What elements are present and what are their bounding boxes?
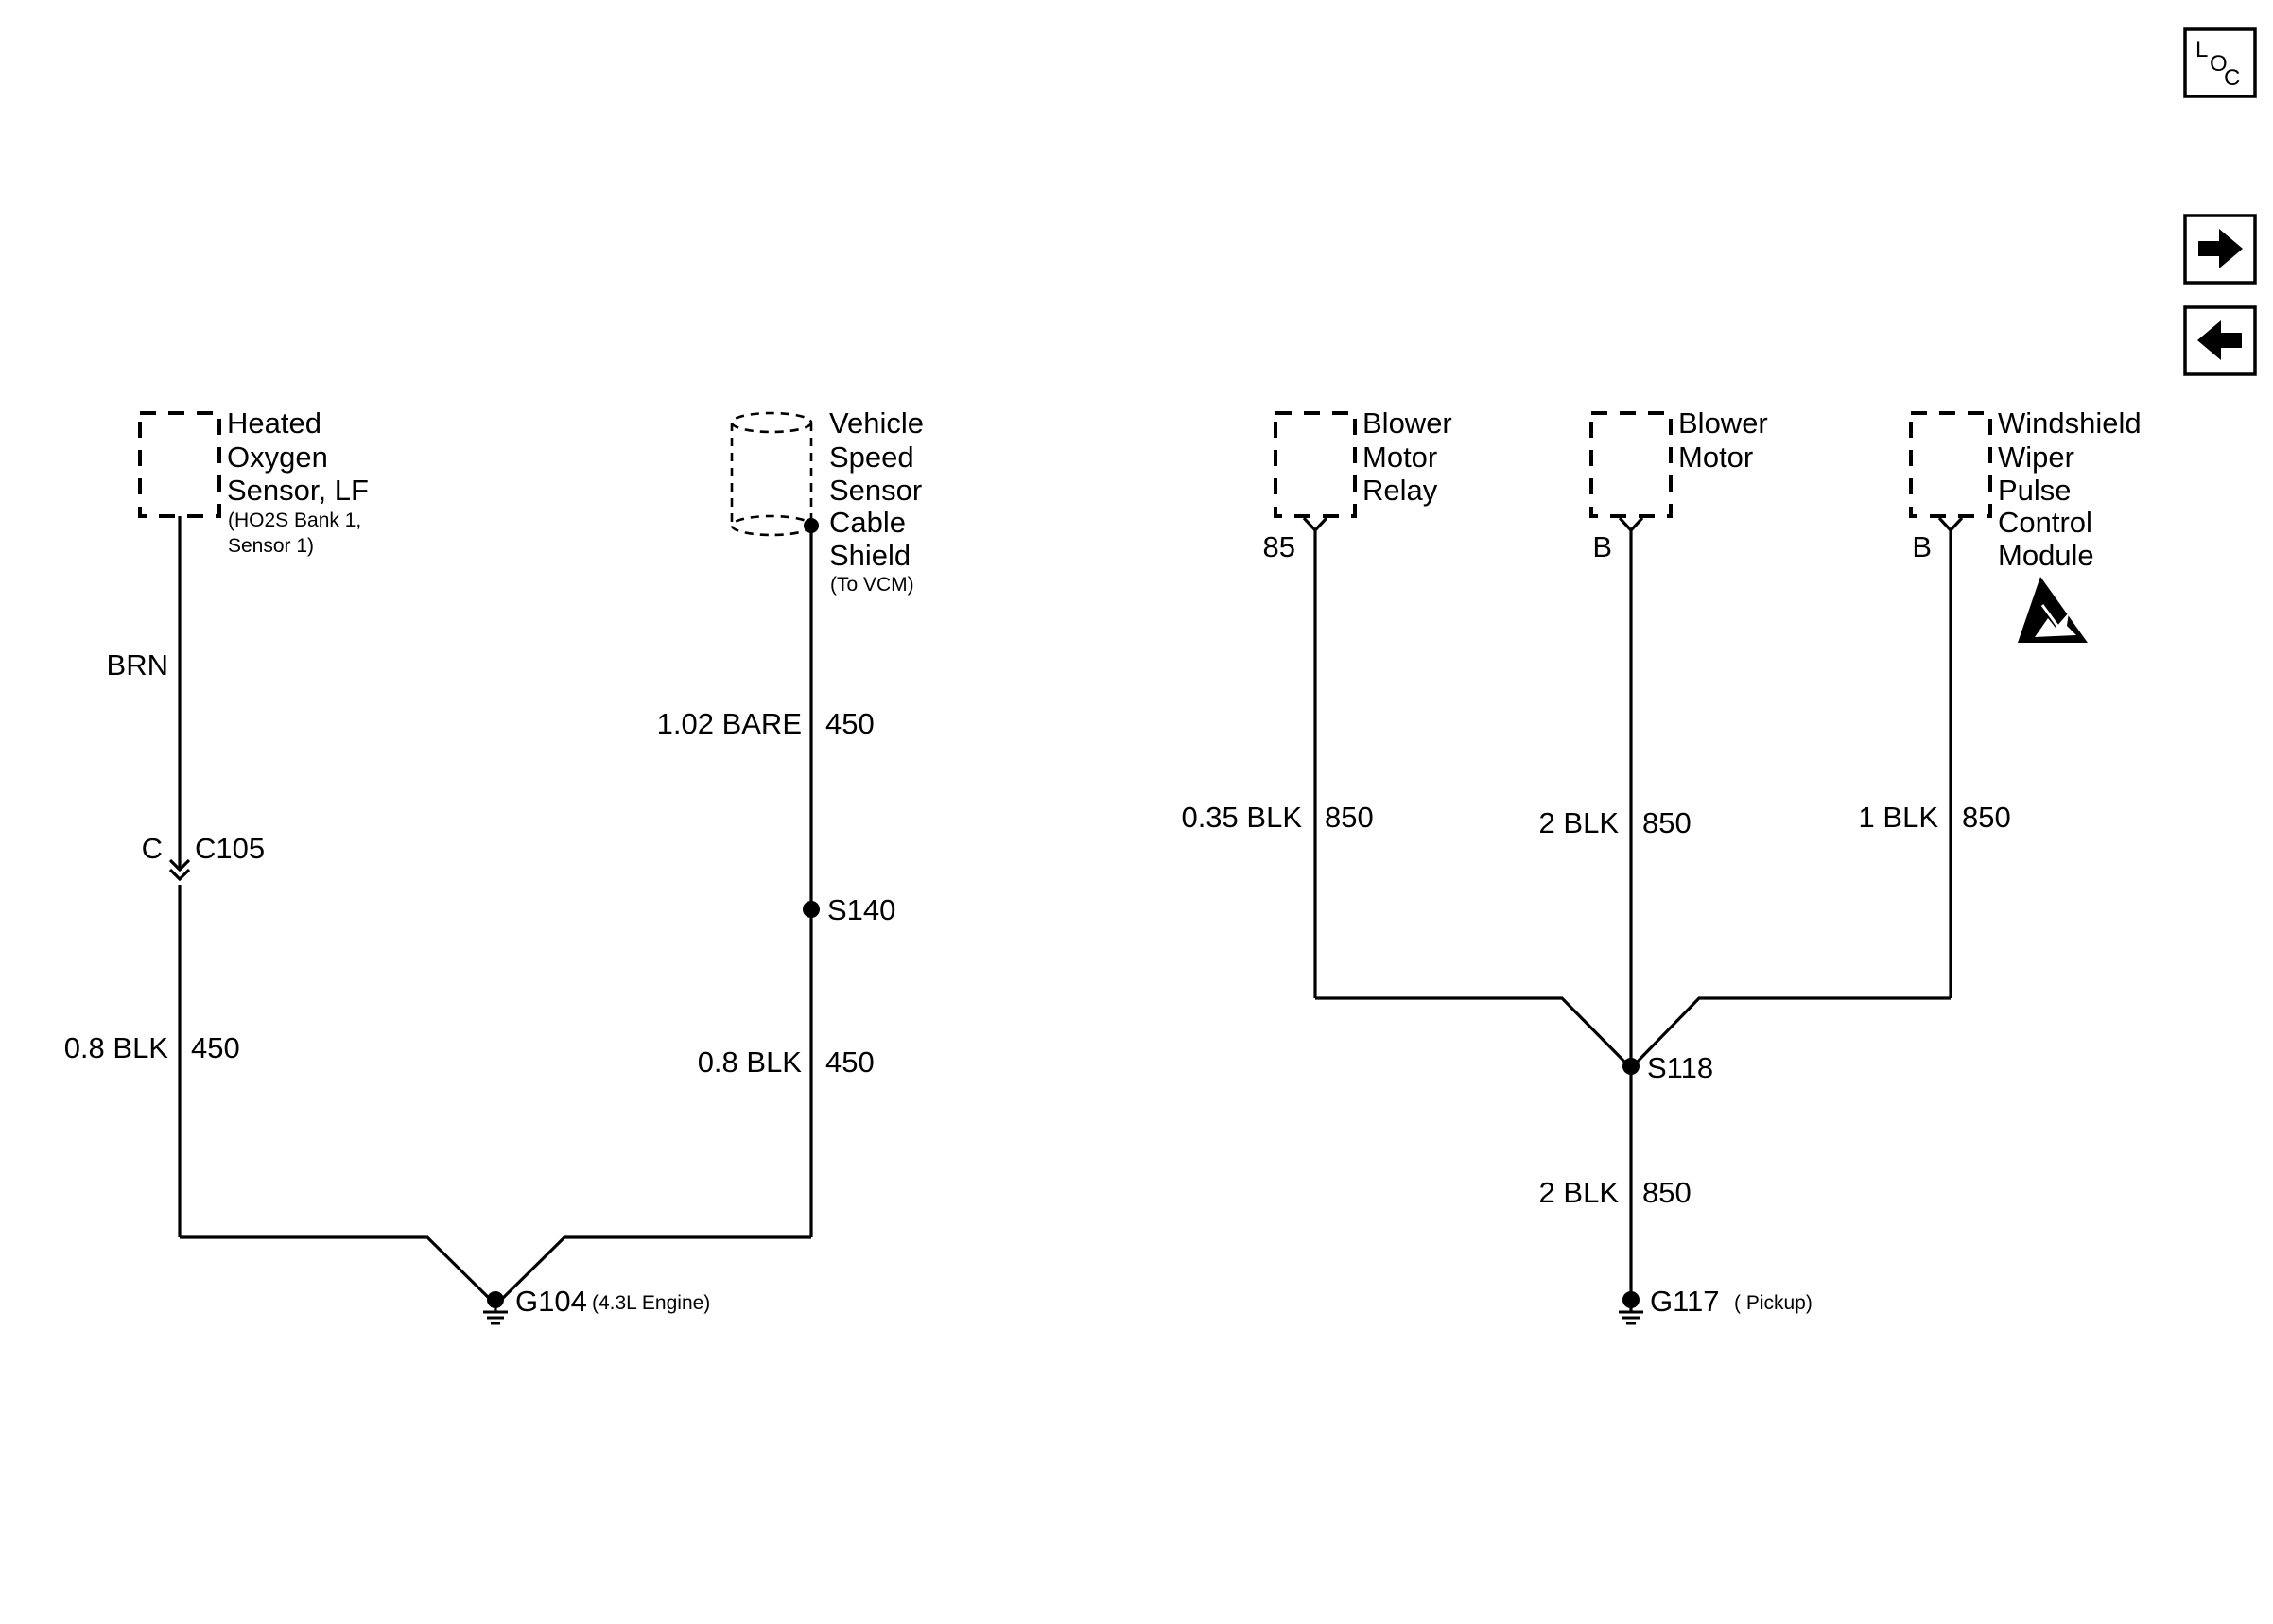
vss-note: (To VCM) [830,574,914,596]
relay-wire-gauge: 0.35 BLK [1181,801,1302,834]
vss-title-line-2: Speed [829,441,914,474]
ho2s-note-line-1: (HO2S Bank 1, [228,510,361,531]
wiper-module-component: Windshield Wiper Pulse Control Module B [1909,406,2142,643]
arrow-left-icon [2197,320,2242,360]
relay-wire-circuit: 850 [1325,801,1374,834]
vss-lower-gauge: 0.8 BLK [698,1045,803,1079]
ground-g117-note: ( Pickup) [1734,1292,1813,1314]
ho2s-lower-circuit: 450 [191,1031,240,1064]
vss-shield-component: Vehicle Speed Sensor Cable Shield (To VC… [730,406,924,596]
svg-text:C: C [2224,65,2240,91]
splice-s118-dot [1622,1058,1640,1075]
ground-feed-gauge: 2 BLK [1539,1176,1620,1209]
ground-icon [1619,1310,1643,1325]
ground-g117-id: G117 [1650,1285,1720,1318]
vss-title-line-3: Sensor [829,474,922,507]
blower-motor-wire [1618,516,1644,1300]
blower-wire-gauge: 2 BLK [1539,806,1620,839]
splice-s140-label: S140 [827,893,895,926]
connector-pin: C [142,832,163,865]
ho2s-note-line-2: Sensor 1) [228,535,314,557]
splice-s140-dot [803,901,820,918]
next-page-button[interactable] [2183,214,2257,285]
blower-wire-circuit: 850 [1642,806,1692,839]
blower-motor-title-line-1: Blower [1678,406,1768,440]
svg-text:O: O [2210,51,2228,77]
connector-id: C105 [195,832,265,865]
ho2s-ground-wire [168,516,495,1304]
blower-relay-title-line-1: Blower [1362,406,1452,440]
wiper-wire-gauge: 1 BLK [1859,801,1939,834]
vss-lower-circuit: 450 [825,1045,875,1079]
ho2s-wire-color: BRN [107,648,168,682]
wiper-pin: B [1912,530,1932,563]
blower-motor-component: Blower Motor B [1589,406,1768,563]
blower-motor-title-line-2: Motor [1678,441,1753,474]
blower-relay-component: Blower Motor Relay 85 [1263,406,1452,563]
ground-feed-circuit: 850 [1642,1176,1692,1209]
ground-g104: G104 (4.3L Engine) [483,1285,710,1325]
arrow-right-icon [2198,229,2243,268]
ho2s-component: Heated Oxygen Sensor, LF (HO2S Bank 1, S… [138,406,369,557]
blower-motor-pin: B [1592,530,1612,563]
ho2s-lower-gauge: 0.8 BLK [64,1031,169,1064]
ho2s-title-line-1: Heated [227,406,321,440]
vss-ground-wire [496,526,813,1304]
esd-warning-icon [2018,577,2088,643]
loc-icon: L O C [2195,37,2240,91]
vss-title-line-1: Vehicle [829,406,924,440]
blower-relay-pin: 85 [1263,530,1295,563]
svg-text:L: L [2195,37,2208,62]
wiper-title-line-5: Module [1998,539,2094,572]
vss-wire-gauge: 1.02 BARE [657,707,802,740]
ho2s-title-line-3: Sensor, LF [227,474,369,507]
vss-wire-circuit: 450 [825,707,875,740]
wiper-title-line-4: Control [1998,506,2092,539]
wiper-module-wire [1631,516,1964,1068]
vss-title-line-5: Shield [829,539,911,572]
wiper-title-line-2: Wiper [1998,441,2074,474]
blower-relay-wire [1302,516,1631,1068]
ground-icon [483,1310,508,1325]
blower-relay-title-line-2: Motor [1362,441,1437,474]
previous-page-button[interactable] [2183,305,2257,376]
ground-g117: G117 ( Pickup) [1619,1285,1813,1325]
wiper-wire-circuit: 850 [1962,801,2011,834]
ground-g104-id: G104 [515,1285,587,1318]
ho2s-title-line-2: Oxygen [227,441,328,474]
wiper-title-line-3: Pulse [1998,474,2072,507]
vss-title-line-4: Cable [829,506,906,539]
loc-button[interactable]: L O C [2183,27,2257,98]
splice-s118-label: S118 [1647,1051,1713,1084]
blower-relay-title-line-3: Relay [1362,474,1438,507]
ground-g104-note: (4.3L Engine) [592,1292,710,1314]
wiper-title-line-1: Windshield [1998,406,2142,440]
